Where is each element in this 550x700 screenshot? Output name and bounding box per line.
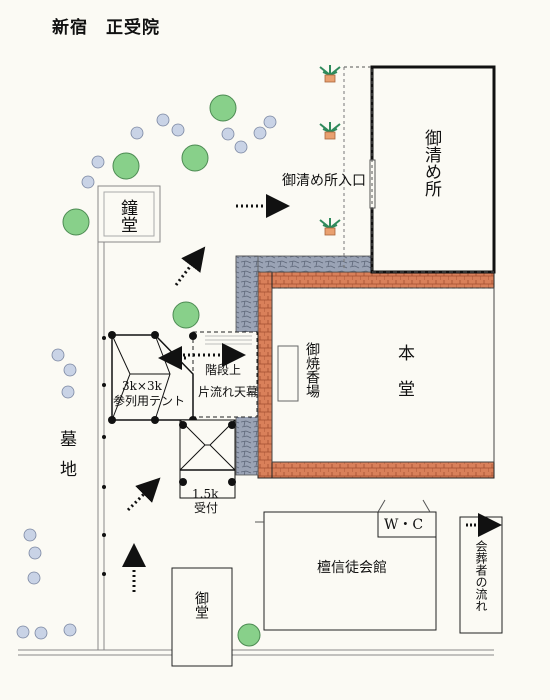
purification-building (343, 65, 496, 274)
tent-size-label: 3k×3k (122, 379, 162, 393)
attendee-tent (108, 331, 197, 424)
members-hall (255, 499, 437, 631)
canopy-label: 片流れ天幕 (198, 385, 259, 399)
flow-arrow-5 (174, 246, 206, 286)
incense-table (277, 345, 299, 402)
page-title: 新宿 正受院 (52, 18, 160, 38)
potted-plants (319, 65, 341, 236)
trees (62, 94, 261, 647)
legend-label: 会葬者の流れ (474, 540, 488, 612)
shrubs (16, 113, 277, 640)
stairs-label: 階段上 (205, 363, 242, 377)
stone-path (235, 255, 377, 476)
flow-arrows (122, 194, 290, 592)
graveyard-label-2: 地 (60, 460, 77, 480)
purification-label: 御清め所 (421, 129, 441, 197)
wc-label: W・C (384, 517, 424, 533)
side-hall (171, 567, 233, 667)
bell-tower-label: 鐘堂 (117, 199, 137, 233)
graveyard-label-1: 墓 (60, 430, 77, 450)
reception-size-label: 1.5k (192, 487, 219, 501)
reception-tent (179, 419, 236, 499)
main-hall-label-1: 本 (398, 344, 415, 364)
main-hall-label-2: 堂 (398, 380, 415, 400)
members-hall-label: 檀信徒会館 (317, 560, 387, 576)
incense-label: 御焼香場 (304, 342, 320, 398)
reception-label: 受付 (194, 501, 219, 515)
fence-posts (102, 336, 106, 576)
fence-line (18, 242, 494, 656)
side-hall-label: 御堂 (193, 591, 209, 619)
flow-arrow-2 (126, 477, 161, 512)
tent-use-label: 参列用テント (113, 394, 186, 408)
purification-entrance-label: 御清め所入口 (282, 173, 366, 189)
bell-tower (97, 185, 161, 243)
